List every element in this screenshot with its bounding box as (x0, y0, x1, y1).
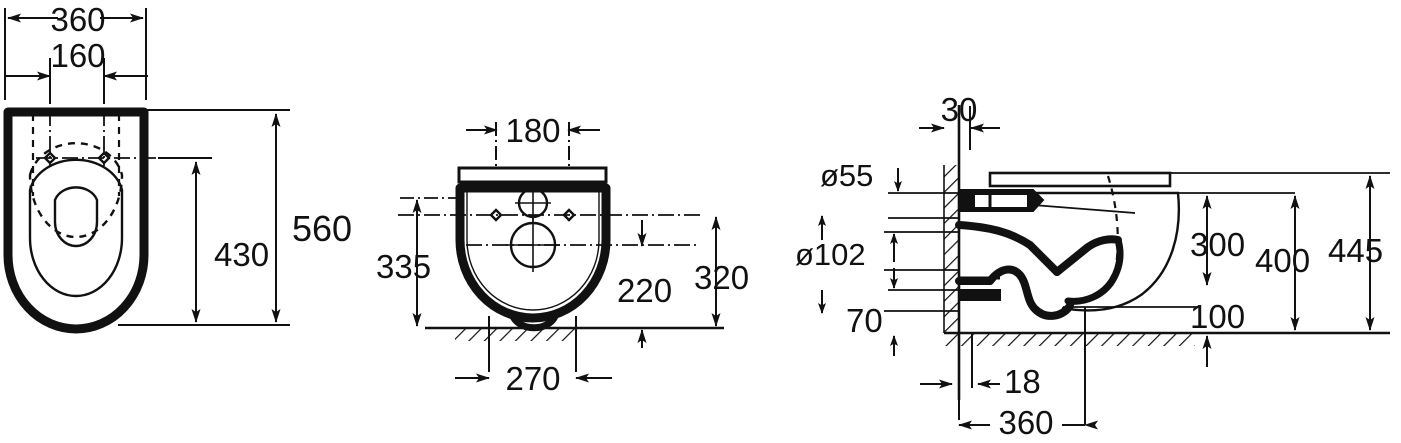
dim-side-400: 400 (1255, 195, 1310, 331)
bolt-centre-lines (36, 110, 190, 166)
dim-top-160: 160 (6, 37, 148, 81)
dim-label-side-300: 300 (1190, 226, 1245, 263)
front-bolt-ext-lines (495, 122, 570, 176)
dim-front-180: 180 (466, 112, 600, 149)
outlet-spigot (958, 289, 1001, 301)
dim-label-top-430: 430 (214, 236, 269, 273)
dim-label-side-100: 100 (1190, 298, 1245, 335)
dim-label-side-30: 30 (941, 91, 978, 128)
bowl-front-inner-line (466, 190, 600, 311)
bolt-holes (43, 151, 111, 165)
dim-top-560: 560 (271, 113, 352, 323)
dim-side-300: 300 (1190, 195, 1245, 286)
dim-label-front-180: 180 (505, 112, 560, 149)
dim-side-100: 100 (1190, 298, 1245, 367)
side-floor-hatch (944, 334, 1195, 346)
wall-hatch (944, 165, 959, 333)
dim-side-d55: ø55 (818, 158, 902, 240)
dim-side-70: 70 (846, 268, 898, 356)
dim-side-18: 18 (920, 334, 1041, 420)
toilet-plan-outline (3, 107, 149, 334)
dim-top-430: 430 (191, 161, 269, 323)
dim-label-side-70: 70 (846, 302, 883, 339)
top-view-ref-lines (118, 109, 290, 326)
dim-label-top-160: 160 (50, 37, 105, 74)
dim-front-335: 335 (376, 197, 466, 327)
dim-label-top-360: 360 (50, 1, 105, 38)
dim-side-360: 360 (958, 307, 1098, 441)
trapway-upper (955, 221, 1061, 276)
dim-label-front-270: 270 (505, 360, 560, 397)
dim-front-220: 220 (617, 220, 672, 348)
dim-label-side-400: 400 (1255, 242, 1310, 279)
dim-top-360: 360 (7, 1, 144, 38)
dim-label-side-d55: ø55 (820, 158, 873, 193)
siphon-curve (955, 265, 1074, 320)
front-view-group: 180 (376, 112, 749, 397)
seat-lid-front (457, 166, 608, 184)
dim-label-front-320: 320 (694, 259, 749, 296)
dim-front-320: 320 (694, 216, 749, 327)
dim-label-side-d102: ø102 (795, 237, 866, 272)
front-centre-lines (398, 214, 700, 246)
seat-lid-side (988, 171, 1172, 188)
dim-side-445: 445 (1328, 175, 1383, 331)
bowl-side-outer (959, 191, 1180, 312)
front-bolt-holes (489, 208, 576, 222)
rim-dashed-arc (28, 142, 124, 239)
dim-label-front-335: 335 (376, 248, 431, 285)
top-view-group: 360 160 (3, 1, 352, 334)
front-floor-hatch (455, 329, 575, 341)
dim-side-d102: ø102 (795, 233, 898, 314)
bolt-guides-dashed (31, 114, 121, 196)
side-section-view-group: 30 (795, 91, 1390, 441)
hidden-bowl-profile (1106, 175, 1119, 287)
dim-side-30: 30 (919, 91, 1000, 150)
dim-label-front-220: 220 (617, 272, 672, 309)
dim-label-side-445: 445 (1328, 232, 1383, 269)
top-view-extension-lines (4, 8, 147, 104)
seat-ring (28, 158, 124, 298)
dim-label-top-560: 560 (292, 208, 352, 249)
trapway-ridge (1053, 235, 1122, 276)
bowl-opening (53, 186, 99, 248)
dim-label-side-360: 360 (998, 404, 1053, 441)
rim-mount-void (975, 195, 1027, 207)
trapway-outlet (1064, 236, 1124, 305)
dim-front-270: 270 (455, 316, 612, 397)
side-left-witness-lines (884, 192, 959, 312)
dim-label-side-18: 18 (1004, 363, 1041, 400)
rim-inner-line (1032, 204, 1136, 214)
